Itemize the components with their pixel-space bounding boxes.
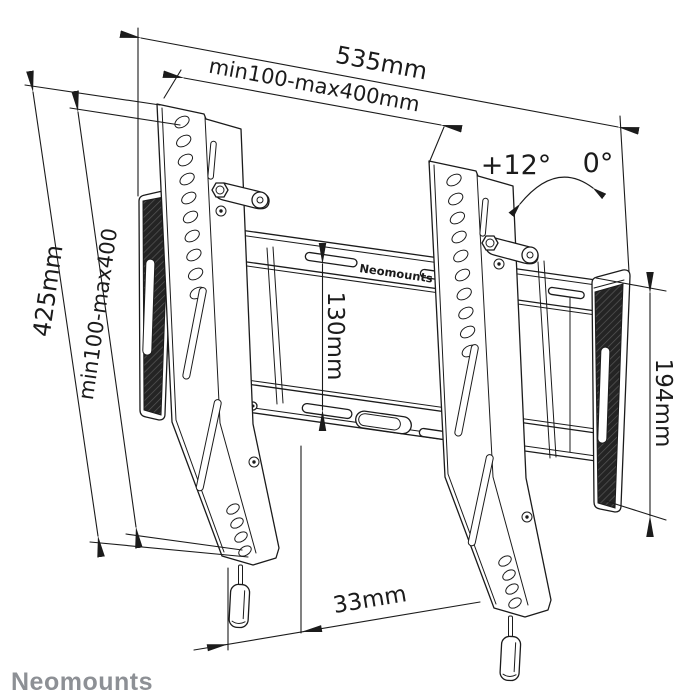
- plate-top-slot-far-right: [547, 286, 585, 300]
- dim-plate-height: 194mm: [595, 271, 676, 538]
- tilt-arc-arrow-icon: [508, 176, 607, 217]
- plate-top-slot-left: [304, 251, 358, 268]
- right-pull-tab: [499, 635, 522, 682]
- right-tilt-strut: [537, 260, 557, 459]
- plate-brand-text: Neomounts: [359, 261, 434, 285]
- right-rail-adjust-slot-lower: [467, 454, 494, 547]
- left-cap-slot: [142, 258, 156, 356]
- right-rail-keyhole-slot: [479, 197, 489, 237]
- dim-hole-spacing-label: 130mm: [322, 292, 348, 381]
- right-arm-bolt: [481, 235, 499, 251]
- left-pull-tab: [228, 583, 251, 629]
- right-rail-holes: [446, 173, 477, 358]
- right-pull-string: [508, 615, 513, 638]
- right-vesa-rail: [428, 160, 552, 682]
- plate-bottom-slot-left: [301, 402, 353, 420]
- right-rail-adjust-slot-upper: [454, 344, 479, 437]
- left-rail-keyhole-slot: [207, 140, 217, 180]
- left-pull-string: [238, 564, 243, 587]
- left-rail-adjust-slot-upper: [182, 287, 207, 380]
- left-arm-bolt: [211, 182, 229, 198]
- right-link-arm: [481, 235, 539, 265]
- brand-logo: Neomounts: [11, 668, 153, 696]
- dim-hole-spacing: 130mm: [318, 242, 348, 432]
- left-vesa-rail: [156, 103, 280, 629]
- left-rail-bottom-holes: [226, 503, 252, 557]
- tilt-max-label: +12°: [481, 150, 551, 181]
- right-cap-slot: [597, 346, 611, 444]
- right-rail-bottom-holes: [498, 555, 522, 609]
- tilt-angle-annotation: +12° 0°: [481, 148, 614, 217]
- tilt-min-label: 0°: [583, 148, 614, 179]
- plate-latch-handle: [355, 410, 412, 435]
- dim-plate-height-label: 194mm: [650, 359, 676, 448]
- left-rail-adjust-slot-lower: [195, 399, 222, 492]
- right-end-cap: [591, 269, 631, 513]
- left-tilt-strut: [266, 246, 284, 405]
- left-link-arm: [211, 182, 270, 210]
- dim-wall-offset-label: 33mm: [331, 581, 408, 619]
